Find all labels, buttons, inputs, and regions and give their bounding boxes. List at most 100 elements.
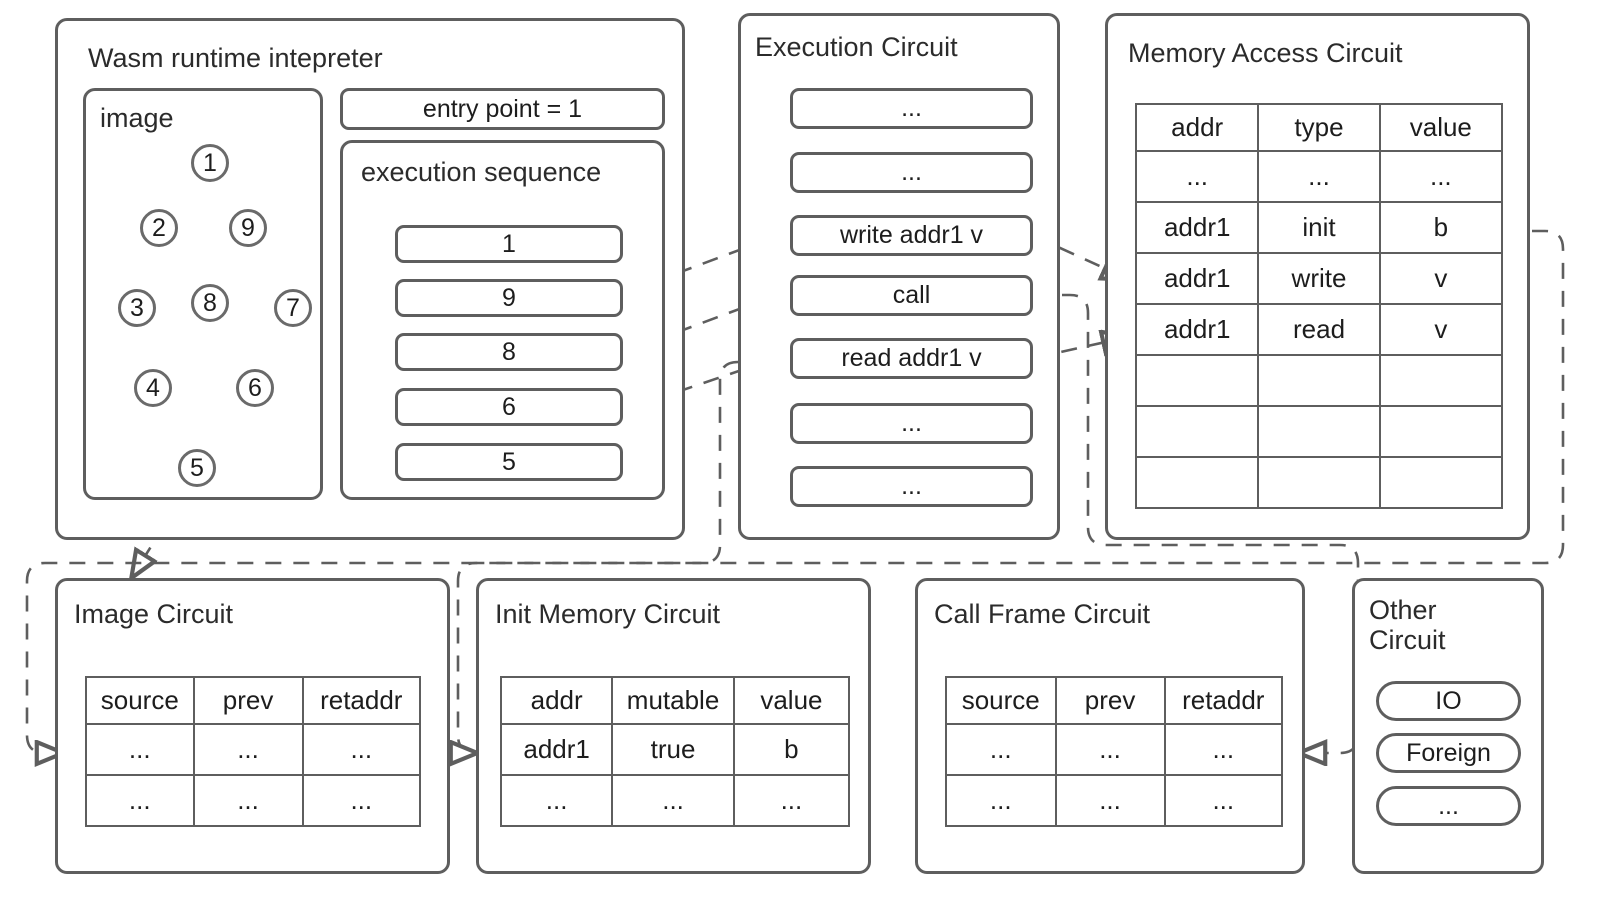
table-cell <box>1378 456 1504 509</box>
table-cell: ... <box>499 774 614 827</box>
image-circuit-title: Image Circuit <box>74 599 234 629</box>
graph-node-7[interactable]: 7 <box>274 289 312 327</box>
table-cell <box>1134 354 1260 407</box>
execution-sequence-subpanel: execution sequence <box>340 140 665 500</box>
call-frame-circuit-title: Call Frame Circuit <box>934 599 1151 629</box>
column-header: mutable <box>611 676 735 725</box>
table-cell: ... <box>945 774 1057 827</box>
table-cell: addr1 <box>1134 252 1260 305</box>
table-row: ... ... ... <box>945 774 1284 827</box>
column-header: addr <box>499 676 614 725</box>
entry-point-box[interactable]: entry point = 1 <box>340 88 665 130</box>
column-header: prev <box>1054 676 1166 725</box>
table-cell <box>1257 405 1381 458</box>
table-row-write: addr1 write v <box>1134 252 1504 305</box>
execution-circuit-row-call[interactable]: call <box>790 275 1033 316</box>
table-cell: ... <box>85 774 195 827</box>
execution-sequence-item[interactable]: 9 <box>395 279 623 317</box>
table-cell: write <box>1257 252 1381 305</box>
table-cell: ... <box>192 723 304 776</box>
table-cell: ... <box>1134 150 1260 203</box>
graph-node-3[interactable]: 3 <box>118 289 156 327</box>
table-cell <box>1378 405 1504 458</box>
graph-node-9[interactable]: 9 <box>229 209 267 247</box>
execution-circuit-row-write[interactable]: write addr1 v <box>790 215 1033 256</box>
table-cell: ... <box>1163 774 1284 827</box>
column-header: type <box>1257 103 1381 152</box>
table-header-row: addr type value <box>1134 103 1504 152</box>
graph-node-5[interactable]: 5 <box>178 449 216 487</box>
table-header-row: source prev retaddr <box>85 676 422 725</box>
memory-access-table: addr type value ... ... ... addr1 init b… <box>1134 103 1504 509</box>
table-cell: ... <box>301 774 422 827</box>
table-cell: ... <box>945 723 1057 776</box>
table-cell: true <box>611 723 735 776</box>
table-cell: b <box>732 723 851 776</box>
graph-node-2[interactable]: 2 <box>140 209 178 247</box>
table-row: ... ... ... <box>85 723 422 776</box>
column-header: prev <box>192 676 304 725</box>
execution-circuit-row[interactable]: ... <box>790 403 1033 444</box>
table-row-init: addr1 init b <box>1134 201 1504 254</box>
table-cell <box>1134 456 1260 509</box>
execution-circuit-row[interactable]: ... <box>790 88 1033 129</box>
table-row: ... ... ... <box>499 774 851 827</box>
graph-node-6[interactable]: 6 <box>236 369 274 407</box>
column-header: value <box>1378 103 1504 152</box>
table-cell: ... <box>1054 774 1166 827</box>
column-header: source <box>945 676 1057 725</box>
init-memory-circuit-table: addr mutable value addr1 true b ... ... … <box>499 676 851 827</box>
table-cell: ... <box>192 774 304 827</box>
graph-node-4[interactable]: 4 <box>134 369 172 407</box>
table-cell: ... <box>85 723 195 776</box>
table-cell <box>1378 354 1504 407</box>
other-circuit-panel: Other Circuit <box>1352 578 1544 874</box>
table-cell: ... <box>1257 150 1381 203</box>
table-row: ... ... ... <box>85 774 422 827</box>
image-circuit-table: source prev retaddr ... ... ... ... ... … <box>85 676 422 827</box>
table-cell: ... <box>611 774 735 827</box>
other-circuit-item-foreign[interactable]: Foreign <box>1376 733 1521 773</box>
table-row: addr1 true b <box>499 723 851 776</box>
table-cell: read <box>1257 303 1381 356</box>
execution-circuit-title: Execution Circuit <box>755 32 958 62</box>
table-cell: ... <box>1054 723 1166 776</box>
table-row <box>1134 405 1504 458</box>
execution-circuit-row-read[interactable]: read addr1 v <box>790 338 1033 379</box>
table-row <box>1134 456 1504 509</box>
execution-circuit-row[interactable]: ... <box>790 152 1033 193</box>
execution-sequence-item[interactable]: 6 <box>395 388 623 426</box>
column-header: retaddr <box>1163 676 1284 725</box>
table-cell: init <box>1257 201 1381 254</box>
graph-node-1[interactable]: 1 <box>191 144 229 182</box>
execution-sequence-item[interactable]: 1 <box>395 225 623 263</box>
column-header: retaddr <box>301 676 422 725</box>
execution-sequence-item[interactable]: 5 <box>395 443 623 481</box>
graph-node-8[interactable]: 8 <box>191 284 229 322</box>
table-row: ... ... ... <box>1134 150 1504 203</box>
other-circuit-item-more[interactable]: ... <box>1376 786 1521 826</box>
table-cell: addr1 <box>1134 201 1260 254</box>
table-cell: ... <box>1378 150 1504 203</box>
table-row-read: addr1 read v <box>1134 303 1504 356</box>
init-memory-circuit-title: Init Memory Circuit <box>495 599 721 629</box>
table-cell: b <box>1378 201 1504 254</box>
execution-sequence-item[interactable]: 8 <box>395 333 623 371</box>
table-header-row: addr mutable value <box>499 676 851 725</box>
table-row <box>1134 354 1504 407</box>
table-cell <box>1134 405 1260 458</box>
memory-access-circuit-title: Memory Access Circuit <box>1128 38 1403 68</box>
column-header: source <box>85 676 195 725</box>
call-frame-circuit-table: source prev retaddr ... ... ... ... ... … <box>945 676 1284 827</box>
table-cell: ... <box>301 723 422 776</box>
other-circuit-item-io[interactable]: IO <box>1376 681 1521 721</box>
table-cell: addr1 <box>1134 303 1260 356</box>
execution-circuit-row[interactable]: ... <box>790 466 1033 507</box>
execution-sequence-title: execution sequence <box>361 157 602 187</box>
other-circuit-title: Other Circuit <box>1369 595 1446 656</box>
table-cell: v <box>1378 252 1504 305</box>
table-header-row: source prev retaddr <box>945 676 1284 725</box>
table-cell: addr1 <box>499 723 614 776</box>
wasm-runtime-interpreter-title: Wasm runtime intepreter <box>88 43 383 73</box>
